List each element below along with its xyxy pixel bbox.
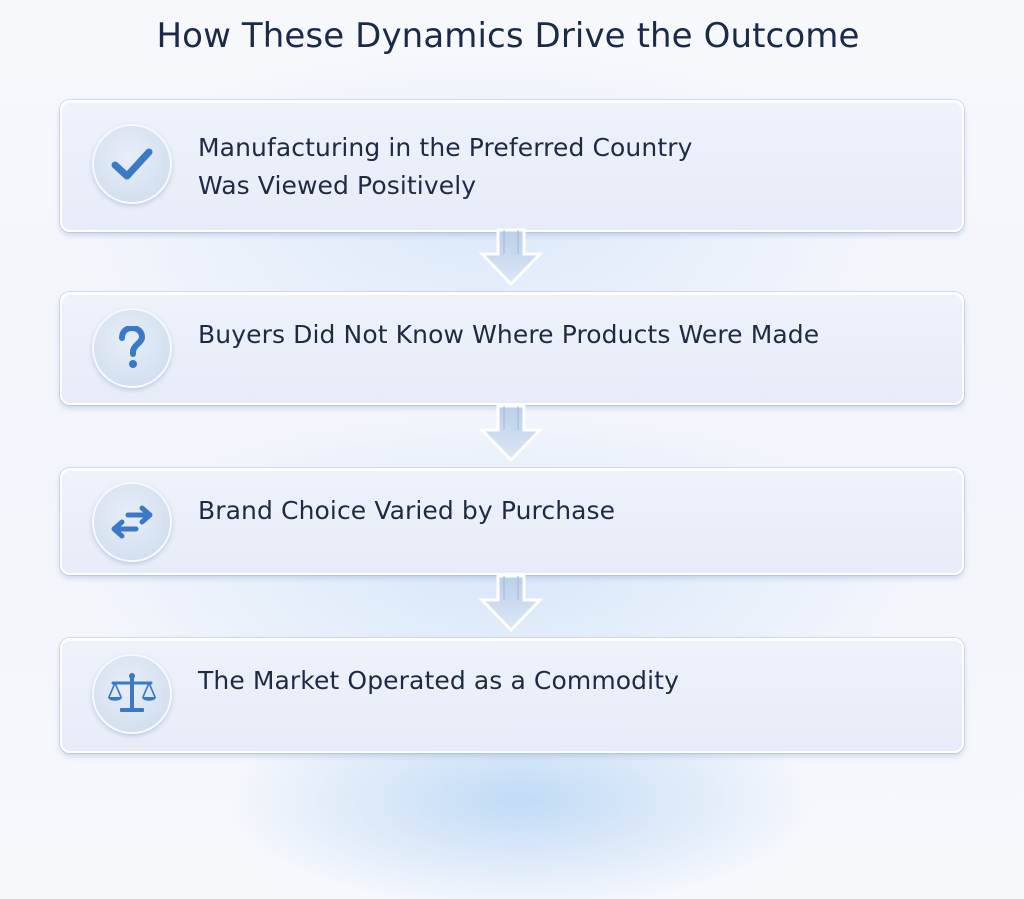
step-text-line-1: Manufacturing in the Preferred Country [198, 133, 693, 162]
step-icon-badge [92, 482, 172, 562]
swap-arrows-icon [108, 505, 156, 539]
step-card-2: Buyers Did Not Know Where Products Were … [60, 292, 964, 405]
step-card-1: Manufacturing in the Preferred Country W… [60, 100, 964, 232]
step-text: Buyers Did Not Know Where Products Were … [198, 316, 819, 354]
step-icon-badge [92, 654, 172, 734]
step-text: Manufacturing in the Preferred Country W… [198, 129, 693, 205]
down-arrow-icon [478, 228, 544, 288]
down-arrow-icon [478, 574, 544, 634]
step-text: The Market Operated as a Commodity [198, 662, 679, 700]
checkmark-icon [110, 146, 154, 182]
step-icon-badge [92, 124, 172, 204]
question-mark-icon [117, 326, 147, 370]
step-card-4: The Market Operated as a Commodity [60, 638, 964, 753]
step-text-line-1: The Market Operated as a Commodity [198, 666, 679, 695]
step-card-3: Brand Choice Varied by Purchase [60, 468, 964, 575]
step-text-line-1: Buyers Did Not Know Where Products Were … [198, 320, 820, 349]
step-text-line-1: Brand Choice Varied by Purchase [198, 496, 616, 525]
step-icon-badge [92, 308, 172, 388]
step-text-line-2: Was Viewed Positively [198, 171, 477, 200]
step-text: Brand Choice Varied by Purchase [198, 492, 615, 530]
page-title: How These Dynamics Drive the Outcome [156, 16, 860, 56]
down-arrow-icon [478, 404, 544, 464]
balance-scale-icon [107, 672, 157, 716]
